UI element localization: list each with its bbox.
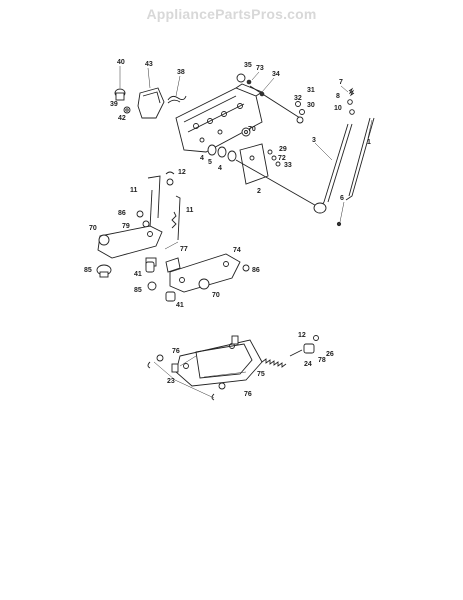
callout-31: 31 <box>307 87 315 94</box>
callout-43: 43 <box>145 61 153 68</box>
callout-5: 5 <box>208 159 212 166</box>
callout-labels: 40 43 38 39 42 35 73 34 31 32 30 7 8 10 … <box>84 59 371 398</box>
callout-40: 40 <box>117 59 125 66</box>
callout-85a: 85 <box>84 267 92 274</box>
nut-part-35 <box>236 73 252 85</box>
callout-10: 10 <box>334 105 342 112</box>
callout-70b: 70 <box>89 225 97 232</box>
spring-part-24 <box>261 349 303 368</box>
callout-33: 33 <box>284 162 292 169</box>
washer-part-4 <box>207 144 237 162</box>
spring-part-7 <box>347 87 355 115</box>
callout-8: 8 <box>336 93 340 100</box>
knob-part-85 <box>96 264 112 278</box>
callout-26: 26 <box>326 351 334 358</box>
callout-12a: 12 <box>178 169 186 176</box>
callout-29: 29 <box>279 146 287 153</box>
callout-23: 23 <box>167 378 175 385</box>
callout-42: 42 <box>118 115 126 122</box>
bracket-plate <box>175 83 263 153</box>
callout-39: 39 <box>110 101 118 108</box>
callout-74: 74 <box>233 247 241 254</box>
shaft-part-2 <box>235 159 342 227</box>
callout-24: 24 <box>304 361 312 368</box>
nut-part-86 <box>136 210 150 228</box>
callout-32: 32 <box>294 95 302 102</box>
bracket-part-29 <box>239 143 281 185</box>
leader-lines <box>119 66 373 399</box>
bolt-part-70 <box>241 127 251 137</box>
nut-part-42 <box>123 106 131 114</box>
callout-2: 2 <box>257 188 261 195</box>
callout-7: 7 <box>339 79 343 86</box>
callout-77: 77 <box>180 246 188 253</box>
callout-41a: 41 <box>134 271 142 278</box>
rod-part-11 <box>147 175 181 241</box>
stud-part <box>171 335 239 373</box>
callout-6: 6 <box>340 195 344 202</box>
callout-4a: 4 <box>200 155 204 162</box>
callout-78: 78 <box>318 357 326 364</box>
bolt-part-30 <box>295 101 305 124</box>
clip-part-38 <box>167 95 187 104</box>
part-26 <box>303 335 319 354</box>
callout-1: 1 <box>367 139 371 146</box>
callout-73: 73 <box>256 65 264 72</box>
callout-12b: 12 <box>298 332 306 339</box>
callout-72: 72 <box>278 155 286 162</box>
callout-3: 3 <box>312 137 316 144</box>
callout-86a: 86 <box>118 210 126 217</box>
callout-76a: 76 <box>172 348 180 355</box>
callout-76b: 76 <box>244 391 252 398</box>
nut-part-86b <box>242 264 250 272</box>
cover-part-43 <box>137 87 165 119</box>
callout-30: 30 <box>307 102 315 109</box>
callout-38: 38 <box>177 69 185 76</box>
part-76 <box>147 354 226 401</box>
plate-part-75 <box>175 339 263 387</box>
callout-75: 75 <box>257 371 265 378</box>
callout-4b: 4 <box>218 165 222 172</box>
callout-41b: 41 <box>176 302 184 309</box>
watermark-text: AppliancePartsPros.com <box>146 6 317 22</box>
clip-part-12 <box>165 171 175 175</box>
callout-70c: 70 <box>212 292 220 299</box>
knob-part-85b <box>147 278 210 291</box>
bracket-part-left <box>97 225 163 259</box>
bushing-part-41 <box>145 261 176 302</box>
callout-70a: 70 <box>248 126 256 133</box>
callout-35: 35 <box>244 62 252 69</box>
callout-86b: 86 <box>252 267 260 274</box>
callout-34: 34 <box>272 71 280 78</box>
knob-part-39 <box>114 88 126 101</box>
callout-11b: 11 <box>186 207 194 214</box>
callout-11a: 11 <box>130 187 138 194</box>
lever-part-1 <box>345 117 375 201</box>
bracket-part-74 <box>169 253 241 293</box>
callout-85b: 85 <box>134 287 142 294</box>
handle-part-3 <box>317 123 353 213</box>
callout-79: 79 <box>122 223 130 230</box>
